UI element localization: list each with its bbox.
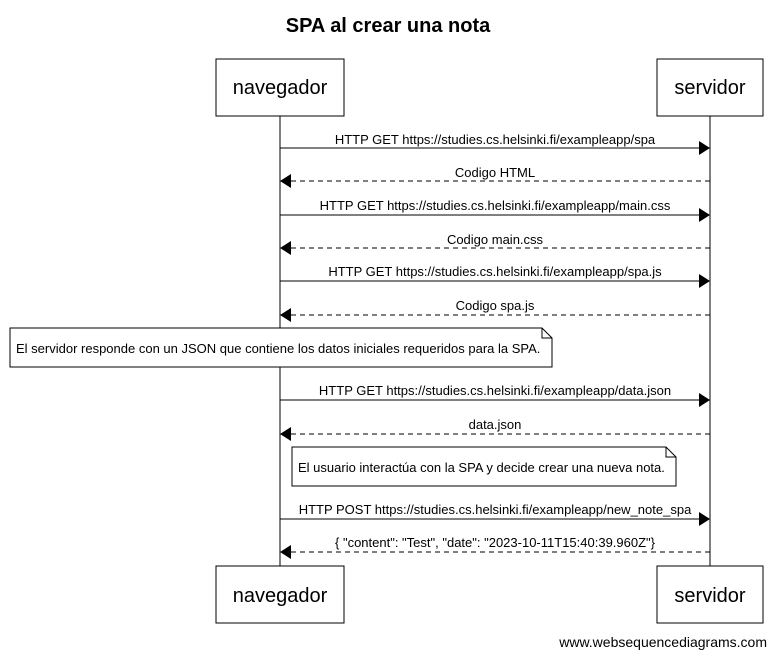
- participant-server-top: servidor: [656, 58, 764, 117]
- participant-server-label-bottom: servidor: [674, 585, 745, 607]
- message-label: HTTP GET https://studies.cs.helsinki.fi/…: [319, 383, 671, 398]
- arrowhead-right: [699, 512, 710, 526]
- arrowhead-right: [699, 393, 710, 407]
- message-label: HTTP GET https://studies.cs.helsinki.fi/…: [328, 264, 662, 279]
- message-label: HTTP GET https://studies.cs.helsinki.fi/…: [320, 198, 671, 213]
- message-8: data.json: [280, 417, 710, 441]
- arrowhead-right: [699, 208, 710, 222]
- arrowhead-right: [699, 274, 710, 288]
- note-text: El usuario interactúa con la SPA y decid…: [298, 460, 665, 475]
- arrowhead-left: [280, 427, 291, 441]
- message-5: HTTP GET https://studies.cs.helsinki.fi/…: [280, 264, 710, 288]
- message-6: Codigo spa.js: [280, 298, 710, 322]
- note-2: El usuario interactúa con la SPA y decid…: [291, 446, 677, 487]
- note-text: El servidor responde con un JSON que con…: [16, 341, 540, 356]
- note-fold: [665, 447, 676, 458]
- message-label: HTTP GET https://studies.cs.helsinki.fi/…: [335, 132, 656, 147]
- message-label: HTTP POST https://studies.cs.helsinki.fi…: [299, 502, 692, 517]
- participant-browser-top: navegador: [215, 58, 345, 117]
- message-label: Codigo spa.js: [456, 298, 535, 313]
- participant-server-bottom: servidor: [656, 565, 764, 624]
- message-label: Codigo HTML: [455, 165, 535, 180]
- message-4: Codigo main.css: [280, 232, 710, 255]
- message-3: HTTP GET https://studies.cs.helsinki.fi/…: [280, 198, 710, 222]
- message-2: Codigo HTML: [280, 165, 710, 188]
- message-label: Codigo main.css: [447, 232, 544, 247]
- message-label: { "content": "Test", "date": "2023-10-11…: [335, 535, 656, 550]
- message-9: HTTP POST https://studies.cs.helsinki.fi…: [280, 502, 710, 526]
- message-label: data.json: [469, 417, 522, 432]
- participant-browser-bottom: navegador: [215, 565, 345, 624]
- diagram-title: SPA al crear una nota: [286, 15, 491, 37]
- watermark: www.websequencediagrams.com: [558, 634, 767, 650]
- message-7: HTTP GET https://studies.cs.helsinki.fi/…: [280, 383, 710, 407]
- message-1: HTTP GET https://studies.cs.helsinki.fi/…: [280, 132, 710, 155]
- arrowhead-left: [280, 241, 291, 255]
- arrowhead-left: [280, 308, 291, 322]
- participant-browser-label-bottom: navegador: [233, 585, 328, 607]
- arrowhead-left: [280, 174, 291, 188]
- arrowhead-right: [699, 141, 710, 155]
- note-1: El servidor responde con un JSON que con…: [9, 327, 553, 368]
- message-10: { "content": "Test", "date": "2023-10-11…: [280, 535, 710, 559]
- participant-browser-label: navegador: [233, 77, 328, 99]
- arrowhead-left: [280, 545, 291, 559]
- participant-server-label: servidor: [674, 77, 745, 99]
- note-fold: [541, 328, 552, 339]
